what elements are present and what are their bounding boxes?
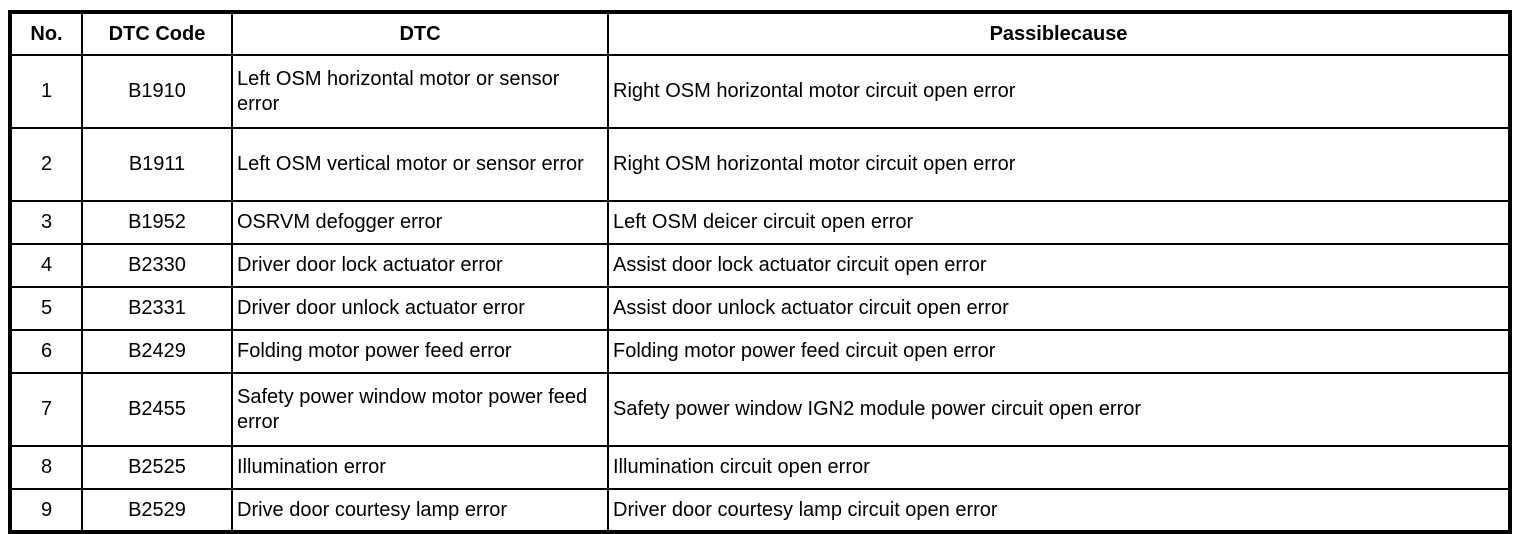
cell-dtc-code: B2429 [81,329,233,374]
cell-dtc: OSRVM defogger error [231,200,609,245]
cell-no: 8 [9,445,83,490]
cell-no: 2 [9,127,83,202]
cell-cause: Assist door lock actuator circuit open e… [607,243,1511,288]
cell-cause: Assist door unlock actuator circuit open… [607,286,1511,331]
cell-cause: Left OSM deicer circuit open error [607,200,1511,245]
table-row: 3 B1952 OSRVM defogger error Left OSM de… [9,200,1511,245]
cell-no: 3 [9,200,83,245]
table-row: 7 B2455 Safety power window motor power … [9,372,1511,447]
table-row: 5 B2331 Driver door unlock actuator erro… [9,286,1511,331]
cell-dtc-code: B2331 [81,286,233,331]
cell-no: 7 [9,372,83,447]
table-row: 6 B2429 Folding motor power feed error F… [9,329,1511,374]
cell-cause: Safety power window IGN2 module power ci… [607,372,1511,447]
cell-dtc: Left OSM horizontal motor or sensor erro… [231,54,609,129]
cell-dtc-code: B2455 [81,372,233,447]
column-header-dtc-code: DTC Code [81,11,233,56]
cell-dtc-code: B1910 [81,54,233,129]
table-row: 4 B2330 Driver door lock actuator error … [9,243,1511,288]
dtc-table: No. DTC Code DTC Passiblecause 1 B1910 L… [8,10,1512,534]
cell-cause: Right OSM horizontal motor circuit open … [607,127,1511,202]
cell-no: 1 [9,54,83,129]
cell-dtc-code: B1911 [81,127,233,202]
cell-dtc: Left OSM vertical motor or sensor error [231,127,609,202]
column-header-passiblecause: Passiblecause [607,11,1511,56]
cell-dtc: Illumination error [231,445,609,490]
cell-dtc-code: B2525 [81,445,233,490]
cell-cause: Illumination circuit open error [607,445,1511,490]
cell-no: 5 [9,286,83,331]
table-row: 2 B1911 Left OSM vertical motor or senso… [9,127,1511,202]
table-row: 8 B2525 Illumination error Illumination … [9,445,1511,490]
header-row: No. DTC Code DTC Passiblecause [9,11,1511,56]
cell-dtc: Folding motor power feed error [231,329,609,374]
cell-dtc: Safety power window motor power feed err… [231,372,609,447]
cell-cause: Right OSM horizontal motor circuit open … [607,54,1511,129]
cell-dtc-code: B2330 [81,243,233,288]
cell-dtc: Driver door unlock actuator error [231,286,609,331]
cell-no: 4 [9,243,83,288]
cell-cause: Folding motor power feed circuit open er… [607,329,1511,374]
column-header-no: No. [9,11,83,56]
cell-no: 6 [9,329,83,374]
cell-dtc: Driver door lock actuator error [231,243,609,288]
cell-dtc-code: B1952 [81,200,233,245]
column-header-dtc: DTC [231,11,609,56]
table-row: 1 B1910 Left OSM horizontal motor or sen… [9,54,1511,129]
